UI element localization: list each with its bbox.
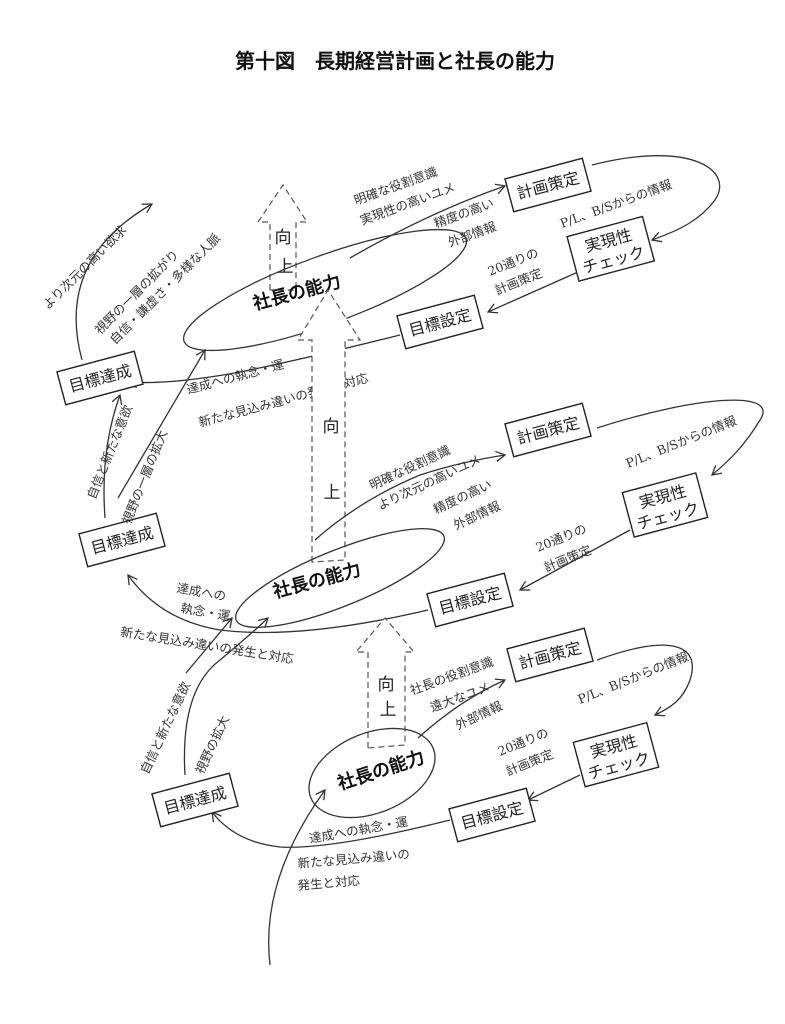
plan-box: 計画策定 (504, 157, 592, 213)
goal-achieved-box: 目標達成 (78, 512, 166, 568)
feasibility-check-box: 実現性 チェック (621, 472, 709, 538)
flow-to-target (526, 774, 581, 802)
goal-achieved-box: 目標達成 (151, 772, 239, 828)
president-capability: 社長の能力 (271, 558, 364, 603)
flow-higher-desire (75, 203, 154, 361)
president-capability: 社長の能力 (335, 746, 427, 795)
plan-box: 計画策定 (504, 402, 592, 458)
diagram-title: 第十図 長期経営計画と社長の能力 (235, 49, 555, 73)
flow-into-capability (268, 788, 326, 966)
label: 視野の拡大 (192, 713, 232, 776)
label: 視野の一層の拡大 (119, 428, 170, 526)
flow-into-capability (185, 616, 233, 674)
flow-to-plan (417, 678, 507, 739)
label: 執念・運 (179, 600, 231, 624)
target-setting-box: 目標設定 (448, 787, 536, 843)
flow-to-check (596, 399, 764, 476)
flow-to-check (596, 644, 694, 717)
improvement-char: 上 (380, 700, 397, 720)
flow-to-achieved (126, 334, 401, 389)
flow-into-capability (117, 348, 206, 499)
improvement-char: 上 (324, 483, 341, 503)
improvement-char: 向 (378, 675, 395, 695)
plan-box: 計画策定 (506, 627, 594, 683)
flow-to-plan (314, 450, 507, 541)
flow-confidence (103, 393, 123, 519)
feasibility-check-box: 実現性 チェック (572, 721, 660, 788)
flow-to-target (518, 529, 631, 591)
flow-to-plan (349, 183, 507, 259)
improvement-arrow (256, 183, 309, 291)
goal-achieved-box: 目標達成 (56, 350, 144, 406)
level-2: 向 上 社長の能力 計画策定 実現性 チェック 目標設定 目標達成 明確な役割意… (78, 288, 764, 674)
flow-confidence (183, 617, 269, 776)
label: 新たな見込み違いの発生と対応 (120, 624, 296, 666)
label: より次元の高い欲求 (40, 222, 130, 312)
level-1: 向 上 社長の能力 計画策定 実現性 チェック 目標設定 目標達成 明確な役割意… (40, 155, 721, 499)
capability-ellipse (234, 528, 446, 628)
flow-to-achieved (127, 573, 429, 634)
target-setting-box: 目標設定 (426, 572, 514, 628)
improvement-arrow (296, 288, 362, 563)
improvement-char: 向 (275, 228, 292, 248)
flow-to-check (591, 155, 721, 243)
label: 自信・謙虚さ・多様な人脈 (107, 230, 224, 347)
label: 新たな見込み違いの (297, 846, 410, 871)
level-3: 向 上 社長の能力 計画策定 実現性 チェック 目標設定 目標達成 社長の役割意… (137, 617, 694, 966)
target-setting-box: 目標設定 (396, 294, 484, 350)
label: 発生と対応 (297, 873, 361, 893)
label: P/L、B/Sからの情報 (624, 413, 739, 471)
capability-ellipse (308, 727, 436, 819)
label: 達成への執念・運 (185, 356, 286, 397)
feasibility-check-box: 実現性 チェック (566, 215, 656, 282)
label: 自信と新たな意欲 (84, 403, 135, 501)
label: 達成への執念・運 (308, 814, 410, 846)
flow-to-target (486, 271, 579, 314)
improvement-char: 上 (277, 257, 294, 277)
improvement-char: 向 (323, 417, 340, 437)
label: P/L、B/Sからの情報 (576, 649, 691, 707)
